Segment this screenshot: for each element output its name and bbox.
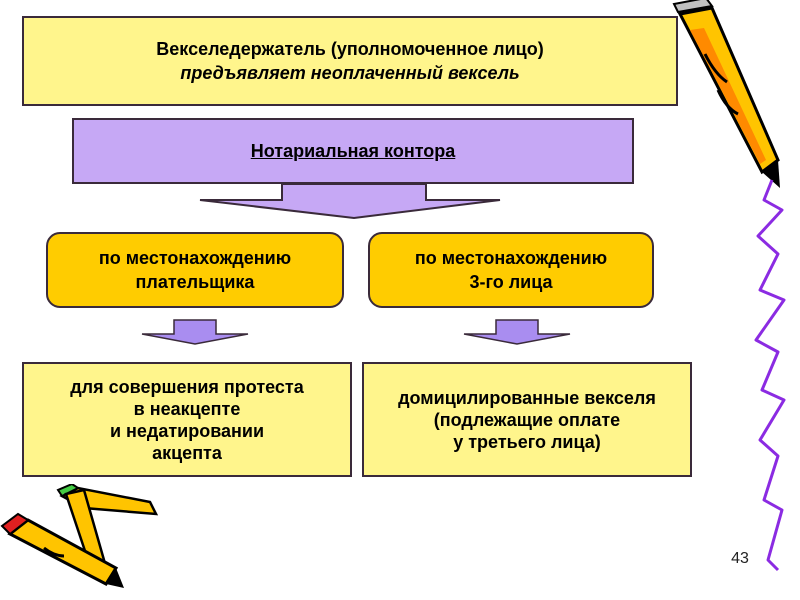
pencil-decoration-left xyxy=(0,484,159,588)
right-down-arrow xyxy=(463,319,571,345)
pencil-decoration-right xyxy=(672,0,786,572)
protest-box: для совершения протеста в неакцепте и не… xyxy=(22,362,352,477)
payer-pill-line1: по местонахождению xyxy=(98,248,292,268)
domiciled-line: домицилированные векселя xyxy=(398,387,656,408)
notary-box: Нотариальная контора xyxy=(72,118,634,184)
protest-line: в неакцепте xyxy=(133,398,241,419)
holder-box: Векселедержатель (уполномоченное лицо) п… xyxy=(22,16,678,106)
notary-down-arrow xyxy=(199,183,501,220)
holder-title: Векселедержатель (уполномоченное лицо) xyxy=(156,39,544,59)
holder-subtitle: предъявляет неоплаченный вексель xyxy=(180,63,520,83)
protest-line: для совершения протеста xyxy=(70,376,304,397)
payer-pill-line2: плательщика xyxy=(135,272,255,292)
third-party-location-pill: по местонахождению 3-го лица xyxy=(368,232,654,308)
pencil-icon xyxy=(672,0,780,188)
page-number: 43 xyxy=(731,550,749,567)
squiggle-line xyxy=(754,179,786,572)
payer-location-pill: по местонахождению плательщика xyxy=(46,232,344,308)
third-pill-line2: 3-го лица xyxy=(469,272,553,292)
third-pill-line1: по местонахождению xyxy=(414,248,608,268)
domiciled-box: домицилированные векселя (подлежащие опл… xyxy=(362,362,692,477)
domiciled-line: (подлежащие оплате xyxy=(433,409,621,430)
protest-line: и недатировании xyxy=(109,420,265,441)
pencil-icon xyxy=(0,512,124,588)
domiciled-line: у третьего лица) xyxy=(453,431,601,452)
left-down-arrow xyxy=(141,319,249,345)
notary-label: Нотариальная контора xyxy=(250,140,456,161)
protest-line: акцепта xyxy=(152,442,222,463)
